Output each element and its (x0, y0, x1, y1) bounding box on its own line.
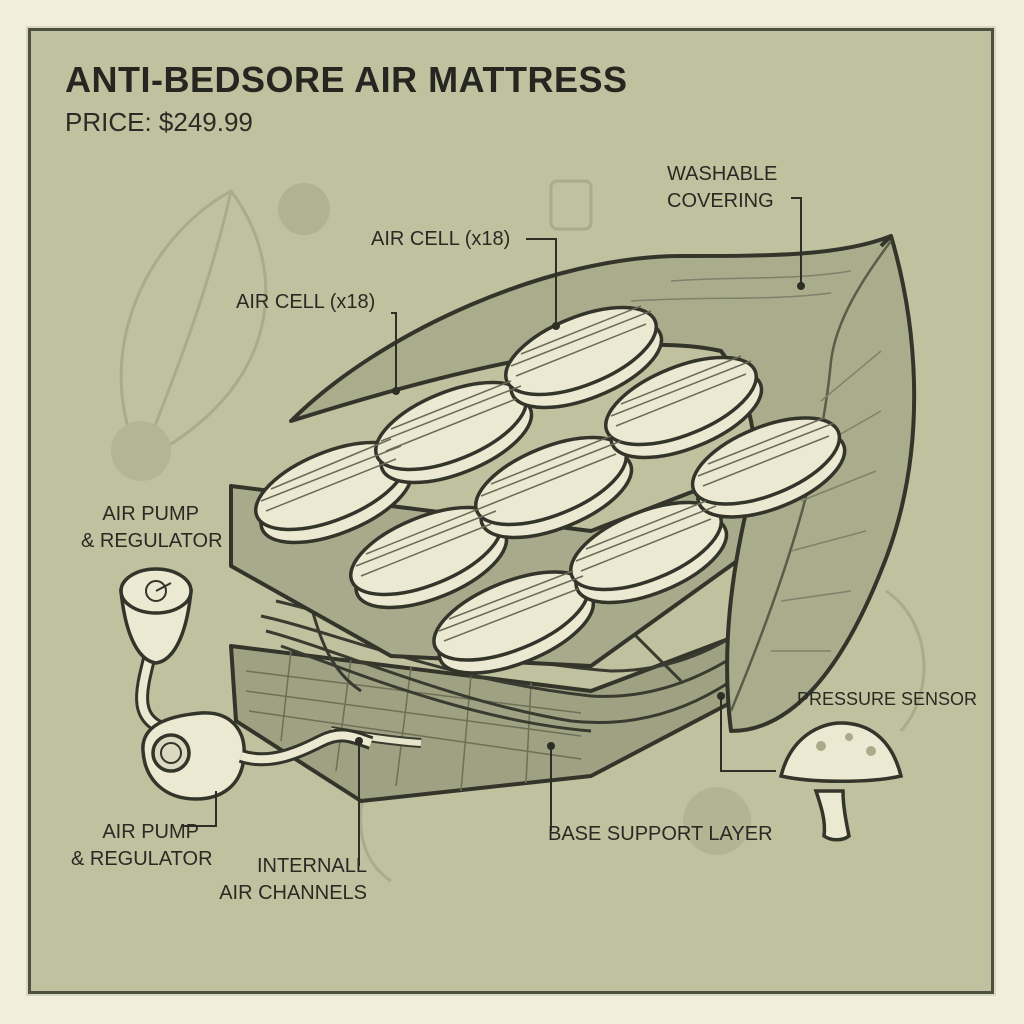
label-pressure-sensor: PRESSURE SENSOR (797, 689, 978, 709)
bg-circle-icon (278, 183, 330, 235)
bg-circle-icon (111, 421, 171, 481)
label-base-support-layer: BASE SUPPORT LAYER (548, 823, 773, 845)
bg-circle-icon (683, 787, 751, 855)
diagram-panel: ANTI-BEDSORE AIR MATTRESS PRICE: $249.99… (26, 26, 996, 996)
label-air-pump-bottom: AIR PUMP & REGULATOR (71, 821, 213, 870)
leader-lines (181, 197, 802, 866)
label-air-cell-left: AIR CELL (x18) (236, 291, 376, 313)
air-cells (253, 305, 847, 675)
label-internal-air-channels: INTERNALL AIR CHANNELS (219, 855, 367, 904)
leader-dots (355, 282, 805, 750)
covering-texture (630, 270, 882, 652)
bg-leaf-vein-icon (139, 190, 233, 462)
label-washable-covering: WASHABLE COVERING (667, 163, 778, 212)
pressure-sensor-icon (778, 721, 904, 842)
price-label: PRICE: $249.99 (65, 107, 253, 137)
mattress-illustration (111, 179, 926, 883)
diagram-title: ANTI-BEDSORE AIR MATTRESS (65, 59, 628, 100)
covering-vein (729, 240, 893, 712)
bg-stem-icon (885, 589, 926, 732)
label-air-pump-top: AIR PUMP & REGULATOR (81, 503, 223, 552)
air-cell-ribs (260, 305, 835, 642)
air-pump-regulator (119, 567, 374, 801)
pump-dial-icon (151, 733, 191, 773)
bg-square-icon (549, 179, 593, 231)
air-cell (348, 505, 509, 610)
background-decor (111, 179, 926, 883)
air-cell (503, 305, 664, 410)
washable-covering (289, 234, 917, 733)
label-air-cell-upper: AIR CELL (x18) (371, 228, 511, 250)
